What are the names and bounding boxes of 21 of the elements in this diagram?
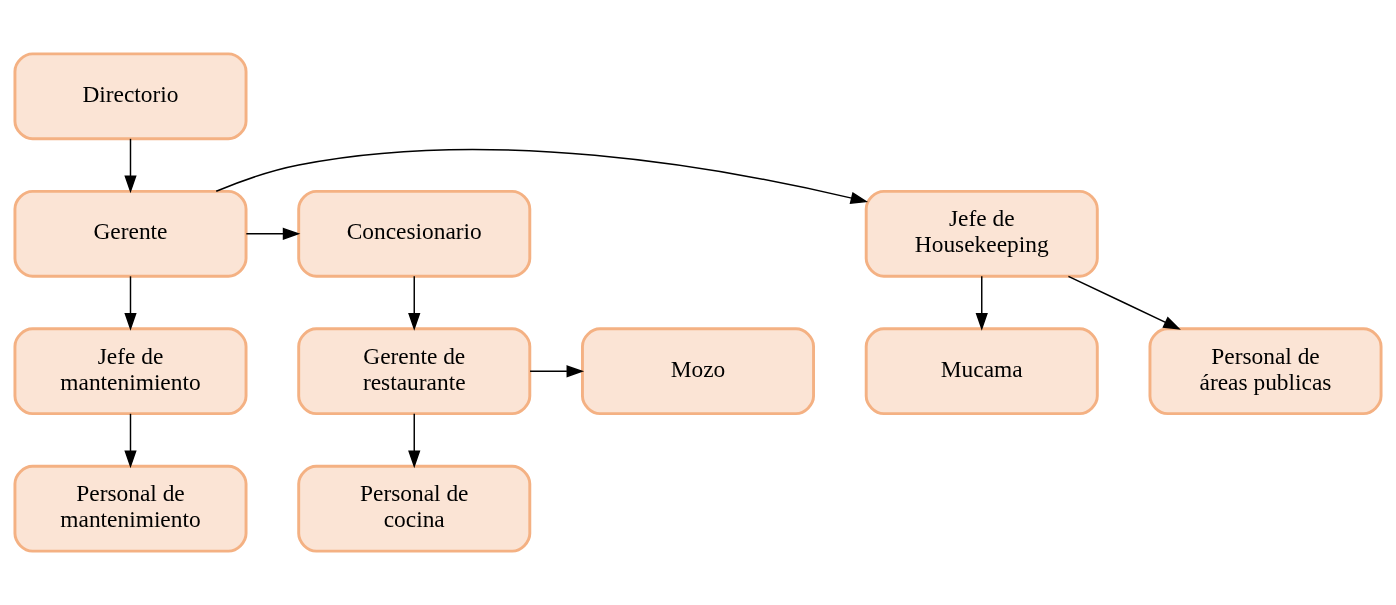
node-box: Personal de áreas publicas [1148,327,1383,416]
node-box: Gerente de restaurante [297,327,532,416]
arrow [1067,275,1181,330]
arrow [124,138,137,194]
node-box: Mucama [864,327,1099,416]
arrow [215,149,869,204]
node-box: Personal de cocina [297,464,532,553]
node-box: Mozo [581,327,815,416]
node-box: Jefe de Housekeeping [864,189,1099,278]
arrow [408,413,421,469]
arrow [124,275,137,331]
arrow [124,413,137,469]
arrow [245,227,301,240]
node-box: Jefe de mantenimiento [13,327,248,416]
node-box: Concesionario [297,189,532,278]
node-box: Gerente [13,189,248,278]
node-box: Personal de mantenimiento [13,464,248,553]
node-box: Directorio [13,52,248,141]
arrow [408,275,421,331]
arrow [529,365,585,378]
arrow [975,275,988,331]
